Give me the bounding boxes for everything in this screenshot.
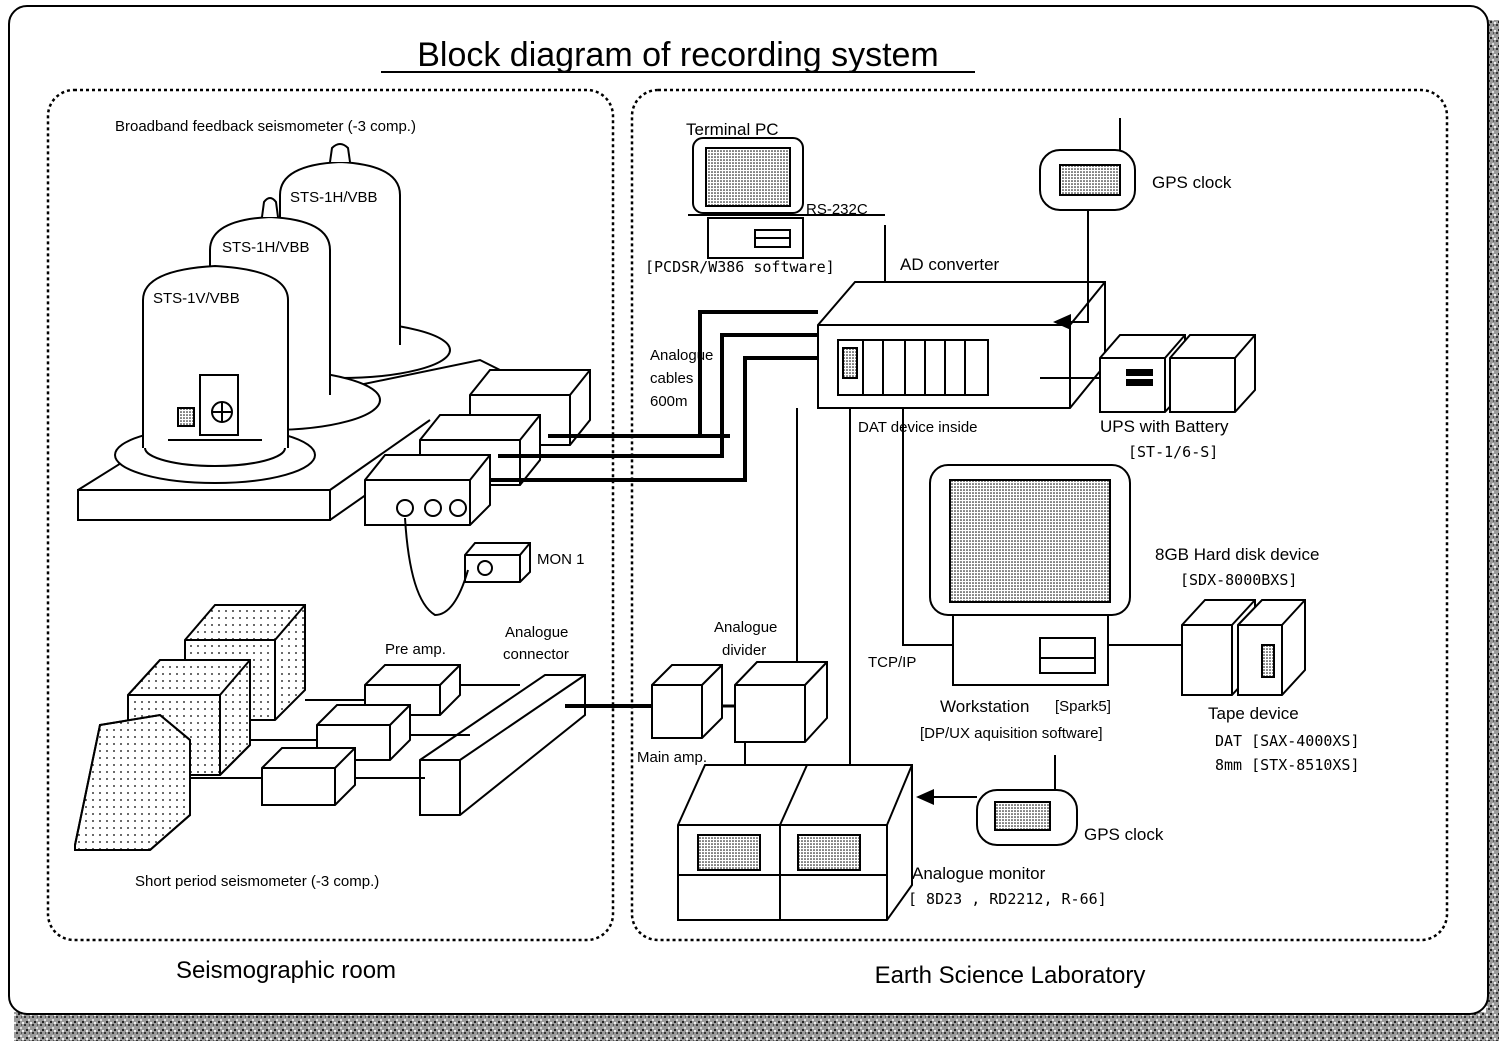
analogue-cables-label-2: cables <box>650 370 693 387</box>
gps-clock-bottom <box>916 755 1078 846</box>
analogue-monitor-label: Analogue monitor <box>912 864 1046 883</box>
short-period-seismometers <box>74 604 306 851</box>
analogue-divider-label-1: Analogue <box>714 619 777 636</box>
workstation-software-label: [DP/UX aquisition software] <box>920 725 1103 742</box>
gps-clock-top-label: GPS clock <box>1152 173 1232 192</box>
ups-model-label: [ST-1/6-S] <box>1128 443 1218 461</box>
analogue-connector-label-2: connector <box>503 646 569 663</box>
diagram-title: Block diagram of recording system <box>417 36 939 74</box>
ad-converter <box>817 281 1106 409</box>
ups-battery <box>1040 334 1256 413</box>
seismographic-room-label: Seismographic room <box>176 957 396 984</box>
sts-unit-label-1: STS-1V/VBB <box>153 290 240 307</box>
tape-label: Tape device <box>1208 704 1299 723</box>
monitor-1-box <box>404 517 531 617</box>
analogue-cables-label-3: 600m <box>650 393 688 410</box>
analogue-monitor-models-label: [ 8D23 , RD2212, R-66] <box>908 890 1107 908</box>
short-period-label: Short period seismometer (-3 comp.) <box>135 873 379 890</box>
terminal-pc-label: Terminal PC <box>686 120 779 139</box>
analogue-connector-label-1: Analogue <box>505 624 568 641</box>
analogue-divider-label-2: divider <box>722 642 766 659</box>
analogue-cables <box>490 310 818 482</box>
analogue-monitors <box>677 764 913 921</box>
broadband-label: Broadband feedback seismometer (-3 comp.… <box>115 118 416 135</box>
main-amp-label: Main amp. <box>637 749 707 766</box>
hard-disk-and-tape <box>1181 599 1306 696</box>
dat-inside-label: DAT device inside <box>858 419 978 436</box>
short-period-wiring <box>190 684 520 779</box>
monitor-1-label: MON 1 <box>537 551 585 568</box>
tape-dat-label: DAT [SAX-4000XS] <box>1215 732 1360 750</box>
gps-clock-top <box>1039 118 1136 330</box>
pre-amplifiers <box>261 664 586 816</box>
workstation <box>902 408 1185 686</box>
pre-amp-label: Pre amp. <box>385 641 446 658</box>
tape-8mm-label: 8mm [STX-8510XS] <box>1215 756 1360 774</box>
terminal-pc <box>688 137 886 282</box>
gps-clock-bottom-label: GPS clock <box>1084 825 1164 844</box>
rs232c-label: RS-232C <box>806 201 868 218</box>
harddisk-model-label: [SDX-8000BXS] <box>1180 571 1297 589</box>
laboratory-room-label: Earth Science Laboratory <box>875 962 1146 989</box>
terminal-software-label: [PCDSR/W386 software] <box>645 258 835 276</box>
sts-unit-label-2: STS-1H/VBB <box>222 239 310 256</box>
sts-unit-label-3: STS-1H/VBB <box>290 189 378 206</box>
ad-converter-label: AD converter <box>900 255 1000 274</box>
divider-and-main-amp <box>651 408 851 765</box>
analogue-cables-label-1: Analogue <box>650 347 713 364</box>
ups-label: UPS with Battery <box>1100 417 1229 436</box>
laboratory-room-boundary <box>630 88 1449 942</box>
broadband-electronics <box>364 369 591 526</box>
workstation-label: Workstation <box>940 697 1029 716</box>
workstation-model-label: [Spark5] <box>1055 698 1111 715</box>
harddisk-label: 8GB Hard disk device <box>1155 545 1319 564</box>
tcpip-label: TCP/IP <box>868 654 916 671</box>
